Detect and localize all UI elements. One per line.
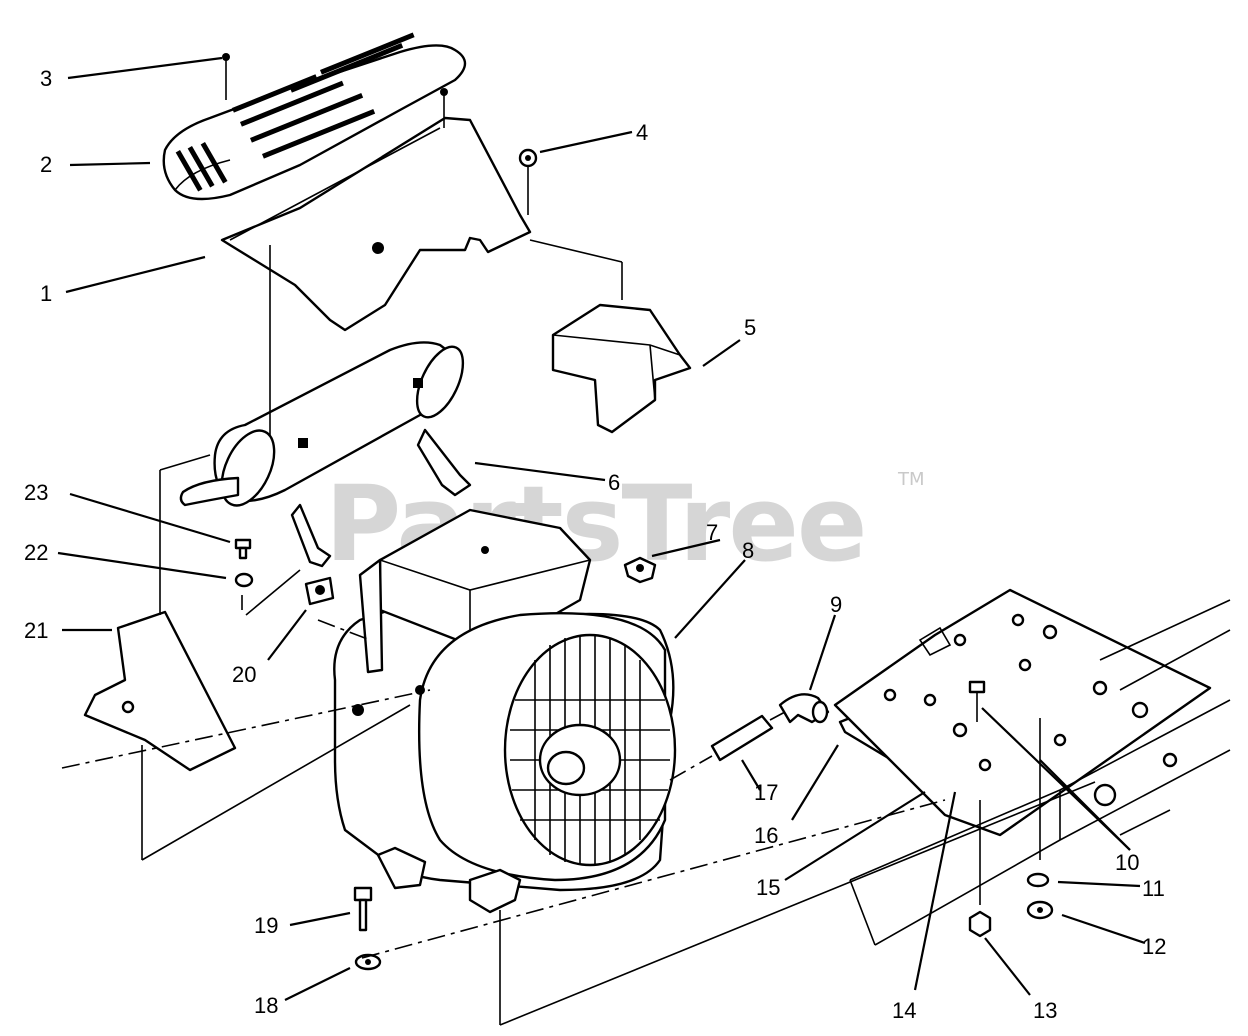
nut-part-13[interactable] <box>968 910 992 938</box>
callout-10: 10 <box>1115 850 1139 875</box>
callout-3: 3 <box>40 66 52 91</box>
lock-washer-part[interactable] <box>1026 872 1050 888</box>
alignment-lines <box>61 239 1096 1026</box>
clamp-part[interactable] <box>623 556 657 584</box>
nut-part[interactable] <box>518 148 538 215</box>
watermark-trademark: TM <box>897 469 925 490</box>
callout-20: 20 <box>232 662 256 687</box>
callout-9: 9 <box>830 592 842 617</box>
callout-22: 22 <box>24 540 48 565</box>
gasket-part[interactable] <box>304 576 335 606</box>
callout-21: 21 <box>24 618 48 643</box>
frame-rail-part <box>849 599 1231 946</box>
washer-part-22[interactable] <box>234 572 254 588</box>
screw-part-23[interactable] <box>234 538 252 560</box>
callout-18: 18 <box>254 993 278 1018</box>
bolt-part[interactable] <box>968 680 986 722</box>
washer-part-18[interactable] <box>354 953 382 971</box>
bracket-cover-part[interactable] <box>551 303 692 434</box>
callout-8: 8 <box>742 538 754 563</box>
callout-11: 11 <box>1142 876 1165 901</box>
muffler-guard-part[interactable] <box>162 32 467 201</box>
callout-1: 1 <box>40 281 52 306</box>
callout-labels: 3 2 1 4 5 6 7 8 9 10 11 12 13 14 15 16 1… <box>24 66 1166 1023</box>
callout-4: 4 <box>636 120 648 145</box>
leader-lines <box>57 56 1146 1001</box>
callout-17: 17 <box>754 780 778 805</box>
callout-5: 5 <box>744 315 756 340</box>
bolt-part-19[interactable] <box>353 886 373 932</box>
callout-14: 14 <box>892 998 916 1023</box>
engine-part[interactable] <box>333 508 677 914</box>
callout-7: 7 <box>706 520 718 545</box>
callout-19: 19 <box>254 913 278 938</box>
nut-part-12[interactable] <box>1026 900 1054 920</box>
callout-13: 13 <box>1033 998 1057 1023</box>
callout-12: 12 <box>1142 934 1166 959</box>
callout-6: 6 <box>608 470 620 495</box>
screw-part-2[interactable] <box>440 88 448 128</box>
heat-shield-part[interactable] <box>220 116 532 332</box>
muffler-part[interactable] <box>179 340 472 568</box>
callout-2: 2 <box>40 152 52 177</box>
pipe-nipple-part-2[interactable] <box>710 714 774 762</box>
screw-part[interactable] <box>222 53 230 100</box>
callout-16: 16 <box>754 823 778 848</box>
callout-15: 15 <box>756 875 780 900</box>
elbow-fitting-part[interactable] <box>778 693 830 724</box>
callout-23: 23 <box>24 480 48 505</box>
mounting-plate-part[interactable] <box>833 588 1212 837</box>
lower-shield-part[interactable] <box>83 610 237 772</box>
